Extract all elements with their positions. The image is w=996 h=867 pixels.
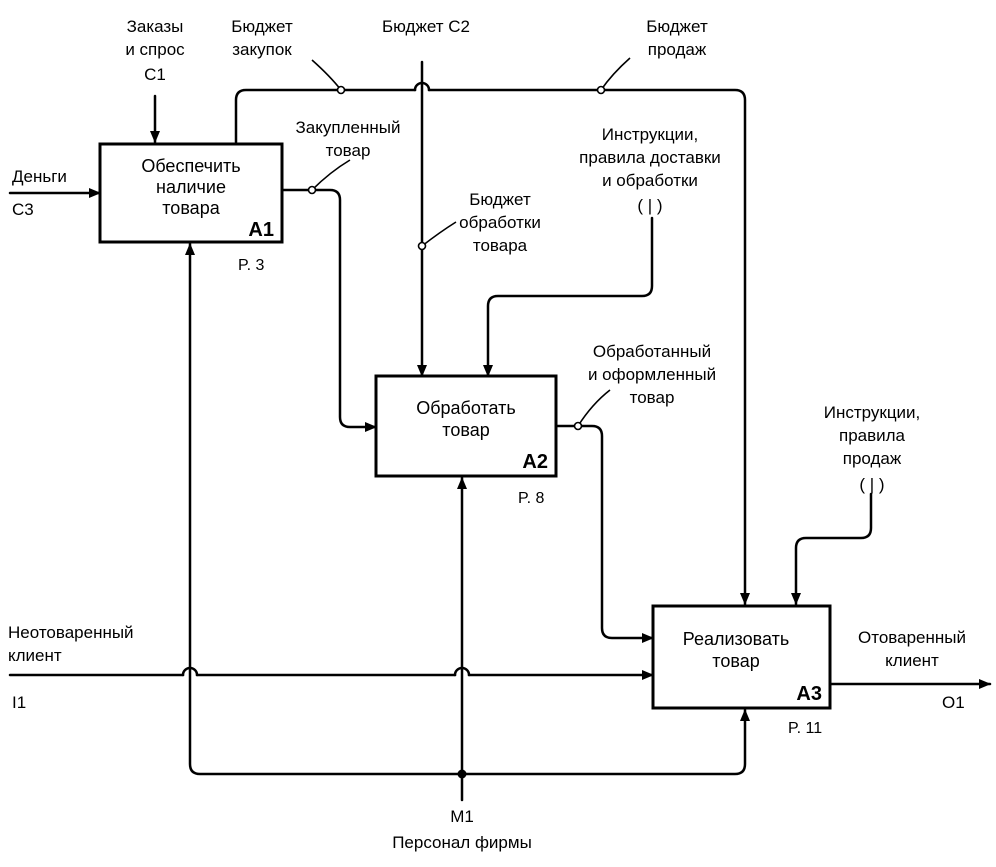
svg-text:Отоваренный: Отоваренный: [858, 628, 966, 647]
box-a2: Обработать товар A2: [374, 374, 558, 478]
box-a2-id: A2: [522, 451, 548, 473]
box-a2-ref: P. 8: [518, 490, 545, 507]
svg-text:С3: С3: [12, 200, 34, 219]
svg-text:правила: правила: [839, 426, 906, 445]
svg-text:Закупленный: Закупленный: [296, 118, 401, 137]
svg-text:клиент: клиент: [885, 651, 939, 670]
svg-text:Бюджет: Бюджет: [469, 190, 531, 209]
svg-text:правила доставки: правила доставки: [579, 148, 721, 167]
label-processed: Обработанный и оформленный товар: [588, 342, 716, 407]
svg-text:продаж: продаж: [648, 40, 707, 59]
junction-dot: [307, 185, 317, 195]
label-i1: I1: [12, 693, 26, 712]
purchased-arrow: [280, 188, 378, 432]
box-a3-title-2: товар: [712, 651, 759, 671]
label-orders: Заказы и спрос С1: [125, 17, 185, 84]
mechanism-line-right: [460, 708, 750, 776]
box-a3-ref: P. 11: [788, 720, 822, 737]
svg-text:продаж: продаж: [843, 449, 902, 468]
svg-text:Обработанный: Обработанный: [593, 342, 711, 361]
box-a1-id: A1: [248, 219, 274, 241]
box-a1: Обеспечить наличие товара A1: [98, 142, 284, 244]
svg-text:закупок: закупок: [232, 40, 292, 59]
junction-dot: [336, 85, 346, 95]
label-budget-purchase: Бюджет закупок: [231, 17, 293, 59]
label-o1: O1: [942, 693, 965, 712]
budget-bus-left: [234, 88, 417, 144]
label-instructions-delivery: Инструкции, правила доставки и обработки…: [579, 125, 721, 215]
box-a2-title-2: товар: [442, 420, 489, 440]
box-a1-title-1: Обеспечить: [141, 156, 240, 176]
junction-dot: [573, 421, 583, 431]
svg-text:Неотоваренный: Неотоваренный: [8, 623, 134, 642]
svg-text:Деньги: Деньги: [12, 167, 67, 186]
svg-text:и оформленный: и оформленный: [588, 365, 716, 384]
label-instructions-sales: Инструкции, правила продаж ( | ): [824, 403, 921, 494]
junction-dot: [457, 769, 467, 779]
svg-text:Заказы: Заказы: [127, 17, 184, 36]
label-budget-processing: Бюджет обработки товара: [459, 190, 541, 255]
leader-budget-purchase: [311, 59, 342, 91]
svg-text:товара: товара: [473, 236, 528, 255]
label-budget-c2: Бюджет С2: [382, 17, 470, 36]
box-a2-title-1: Обработать: [416, 398, 516, 418]
label-money: Деньги С3: [12, 167, 67, 219]
svg-text:Инструкции,: Инструкции,: [824, 403, 921, 422]
svg-text:( | ): ( | ): [859, 475, 884, 494]
label-served-client: Отоваренный клиент: [858, 628, 966, 670]
svg-text:Бюджет: Бюджет: [646, 17, 708, 36]
svg-text:обработки: обработки: [459, 213, 541, 232]
instructions-sales-arrow: [791, 492, 873, 606]
box-a3-id: A3: [796, 683, 822, 705]
leader-processed: [577, 389, 611, 427]
budget-bus-right: [427, 88, 750, 606]
box-a3: Реализовать товар A3: [651, 604, 832, 710]
svg-text:клиент: клиент: [8, 646, 62, 665]
svg-text:товар: товар: [326, 141, 371, 160]
box-a1-title-3: товара: [162, 198, 220, 218]
mechanism-line-left: [185, 242, 464, 776]
junction-dot: [596, 85, 606, 95]
svg-text:( | ): ( | ): [637, 196, 662, 215]
label-staff: Персонал фирмы: [392, 833, 532, 852]
svg-text:и спрос: и спрос: [125, 40, 185, 59]
label-purchased: Закупленный товар: [296, 118, 401, 160]
svg-text:Бюджет: Бюджет: [231, 17, 293, 36]
box-a1-ref: P. 3: [238, 257, 265, 274]
leader-purchased: [311, 159, 351, 191]
junction-dot: [417, 241, 427, 251]
leader-budget-sales: [600, 57, 631, 91]
svg-text:и обработки: и обработки: [602, 171, 698, 190]
box-a3-title-1: Реализовать: [683, 629, 789, 649]
label-unserved-client: Неотоваренный клиент: [8, 623, 134, 665]
instructions-delivery-arrow: [483, 216, 654, 378]
svg-text:С1: С1: [144, 65, 166, 84]
box-a1-title-2: наличие: [156, 177, 226, 197]
label-budget-sales: Бюджет продаж: [646, 17, 708, 59]
svg-text:Инструкции,: Инструкции,: [602, 125, 699, 144]
leader-budget-processing: [421, 221, 457, 247]
svg-text:товар: товар: [630, 388, 675, 407]
label-m1: M1: [450, 807, 474, 826]
processed-arrow: [554, 424, 655, 643]
